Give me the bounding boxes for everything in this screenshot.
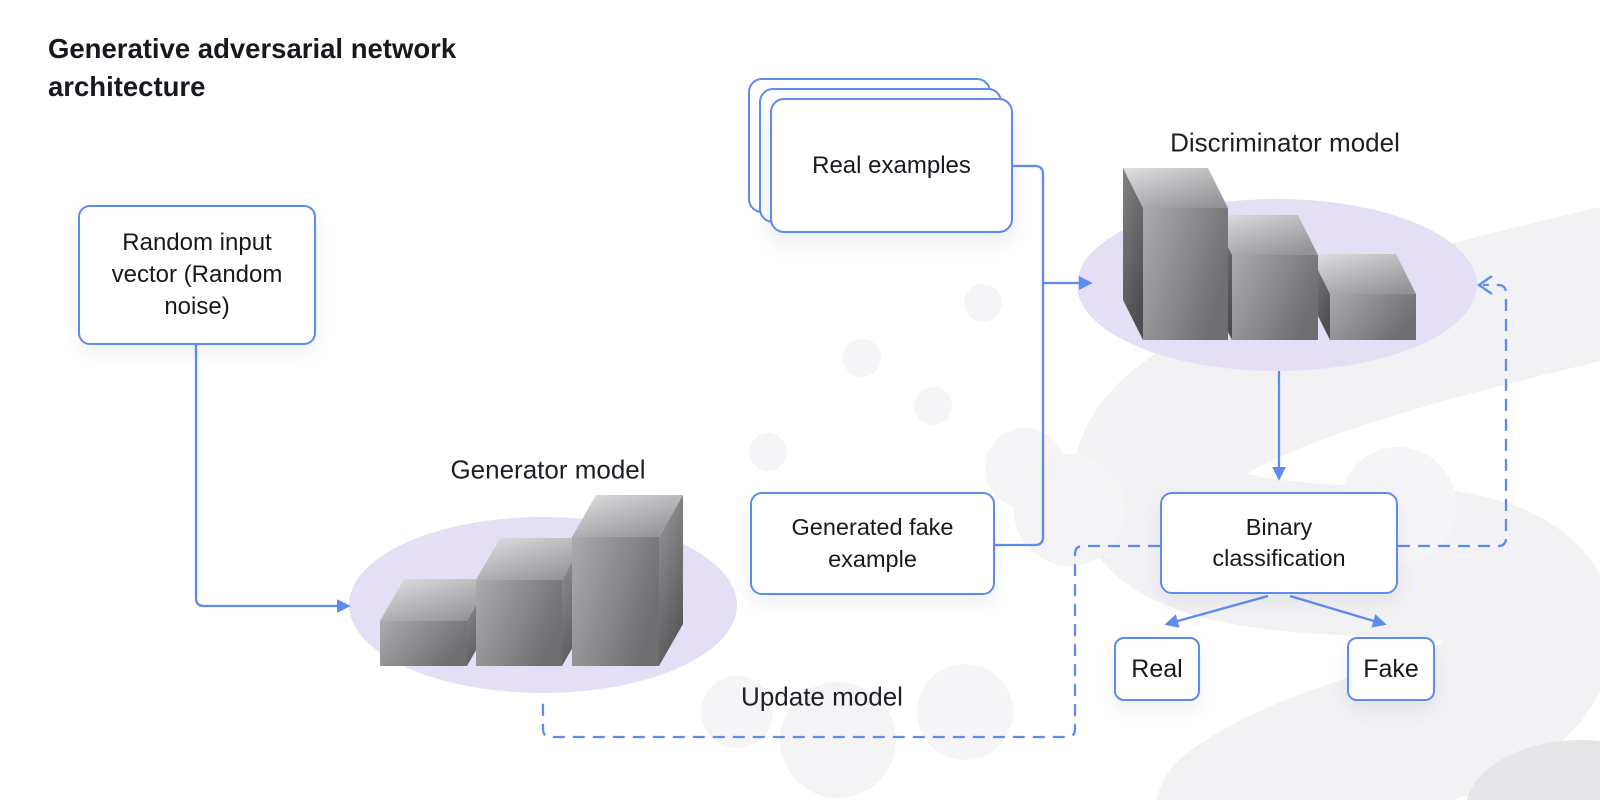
discriminator-bars-icon <box>1123 168 1416 340</box>
connector-real-and-fake-junction <box>995 164 1045 547</box>
discriminator-model-graphic <box>1077 168 1477 371</box>
connector-classification-to-real <box>1164 594 1269 628</box>
connector-random-to-generator <box>194 345 351 613</box>
random-input-vector-box: Random input vector (Random noise) <box>78 205 316 345</box>
real-examples-box: Real examples <box>770 98 1013 233</box>
feedback-arrowhead-chevron <box>1476 275 1493 295</box>
update-model-label: Update model <box>741 681 903 712</box>
page-title: Generative adversarial network architect… <box>48 33 457 102</box>
generator-model-label: Generator model <box>450 454 646 485</box>
real-result-box: Real <box>1114 637 1200 701</box>
connector-classification-to-fake <box>1289 594 1387 628</box>
binary-classification-box: Binary classification <box>1160 492 1398 594</box>
fake-result-box: Fake <box>1347 637 1435 701</box>
generated-fake-example-box: Generated fake example <box>750 492 995 595</box>
feedback-dashed-update-generator <box>541 544 1160 739</box>
generator-model-graphic <box>349 495 737 693</box>
generator-bars-icon <box>380 495 683 666</box>
discriminator-model-label: Discriminator model <box>1170 127 1400 158</box>
feedback-dashed-to-discriminator <box>1398 283 1508 548</box>
